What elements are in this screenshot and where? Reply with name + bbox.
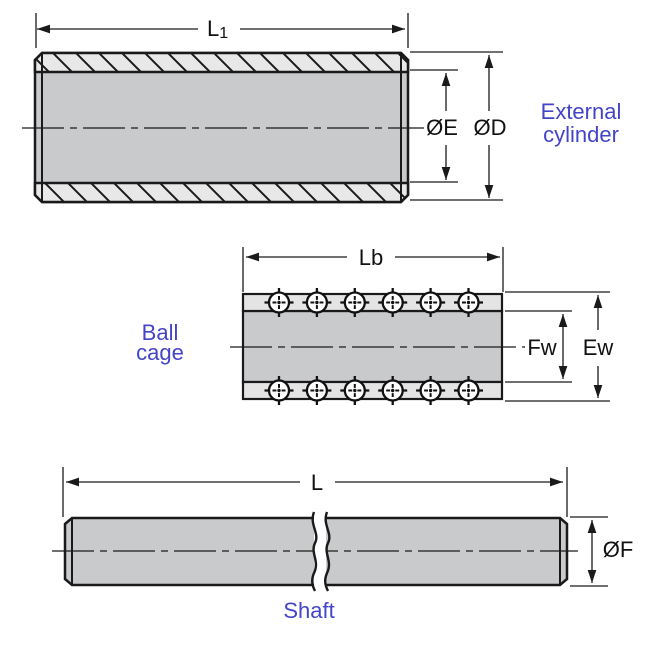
dim-l1: L1 bbox=[35, 13, 409, 48]
dim-l1-label: L1 bbox=[207, 16, 228, 42]
dim-of: ØF bbox=[570, 516, 634, 587]
svg-text:cylinder: cylinder bbox=[543, 122, 619, 147]
shaft-break-symbol bbox=[311, 511, 331, 592]
dim-lb-label: Lb bbox=[359, 245, 383, 270]
dim-od-label: ØD bbox=[474, 115, 507, 140]
cylinder-wall-bottom bbox=[33, 181, 410, 204]
shaft-drawing: L ØF Shaft bbox=[52, 467, 633, 623]
dim-oe-label: ØE bbox=[426, 115, 458, 140]
dim-of-label: ØF bbox=[603, 537, 634, 562]
svg-text:External: External bbox=[541, 99, 622, 124]
cylinder-wall-top bbox=[33, 51, 410, 74]
shaft-label: Shaft bbox=[283, 598, 334, 623]
svg-text:Ball: Ball bbox=[142, 320, 179, 345]
dim-l-label: L bbox=[311, 470, 323, 495]
ball-cage-label: Ball cage bbox=[136, 320, 184, 365]
dim-oe: ØE bbox=[410, 69, 458, 183]
dim-fw-label: Fw bbox=[527, 335, 556, 360]
external-cylinder-label: External cylinder bbox=[541, 99, 622, 147]
ball-cage-drawing: Lb Fw Ew Ball cage bbox=[136, 245, 614, 407]
dim-ew-label: Ew bbox=[583, 335, 614, 360]
dim-l: L bbox=[62, 467, 568, 517]
dim-ew: Ew bbox=[505, 291, 614, 402]
svg-text:cage: cage bbox=[136, 340, 184, 365]
external-cylinder-drawing: L1 ØE ØD External cylinder bbox=[22, 13, 622, 204]
dim-fw: Fw bbox=[505, 310, 572, 383]
dim-od: ØD bbox=[410, 51, 507, 201]
dim-lb: Lb bbox=[242, 245, 504, 292]
